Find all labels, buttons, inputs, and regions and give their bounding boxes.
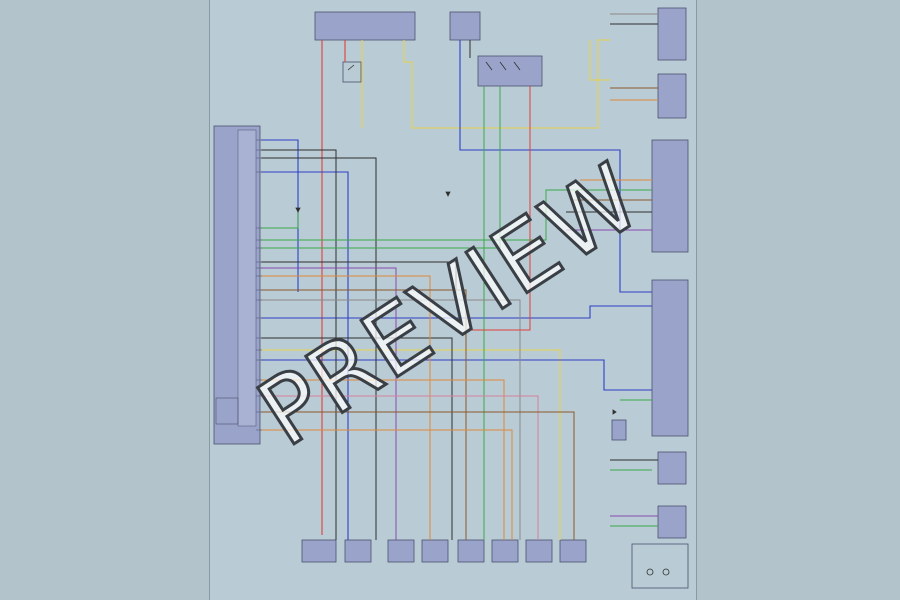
wheel-speed-sensor-lr [525, 539, 553, 563]
pump-motor [215, 397, 239, 425]
wheel-speed-sensor-rr [559, 539, 587, 563]
steering-angle-module [651, 279, 689, 437]
misc-color-wires [261, 13, 658, 540]
module-right-3 [657, 451, 687, 485]
switch-box-top [477, 55, 543, 87]
blue-wires [261, 40, 652, 540]
module-right-2 [657, 73, 687, 119]
black-wires [261, 40, 471, 540]
module-connector-strip [237, 129, 257, 427]
sensor-4 [421, 539, 449, 563]
wheel-speed-sensor-rf [491, 539, 519, 563]
sensor-2 [344, 539, 372, 563]
fuse-box-left [314, 11, 416, 41]
connector-pins [256, 139, 262, 431]
module-right-1 [657, 7, 687, 61]
relay-box [342, 61, 362, 83]
sensor-3 [387, 539, 415, 563]
wheel-speed-sensor-lf [457, 539, 485, 563]
small-component [611, 419, 627, 441]
switch-icon [347, 61, 670, 576]
fuse-box-right [449, 11, 481, 41]
steering-sensor-module [651, 139, 689, 253]
switch-module-bottom [631, 543, 689, 589]
module-right-4 [657, 505, 687, 539]
power-wires [261, 39, 610, 540]
green-wires [261, 86, 652, 540]
sensor-1 [301, 539, 337, 563]
ground-symbol-icon [295, 191, 617, 415]
